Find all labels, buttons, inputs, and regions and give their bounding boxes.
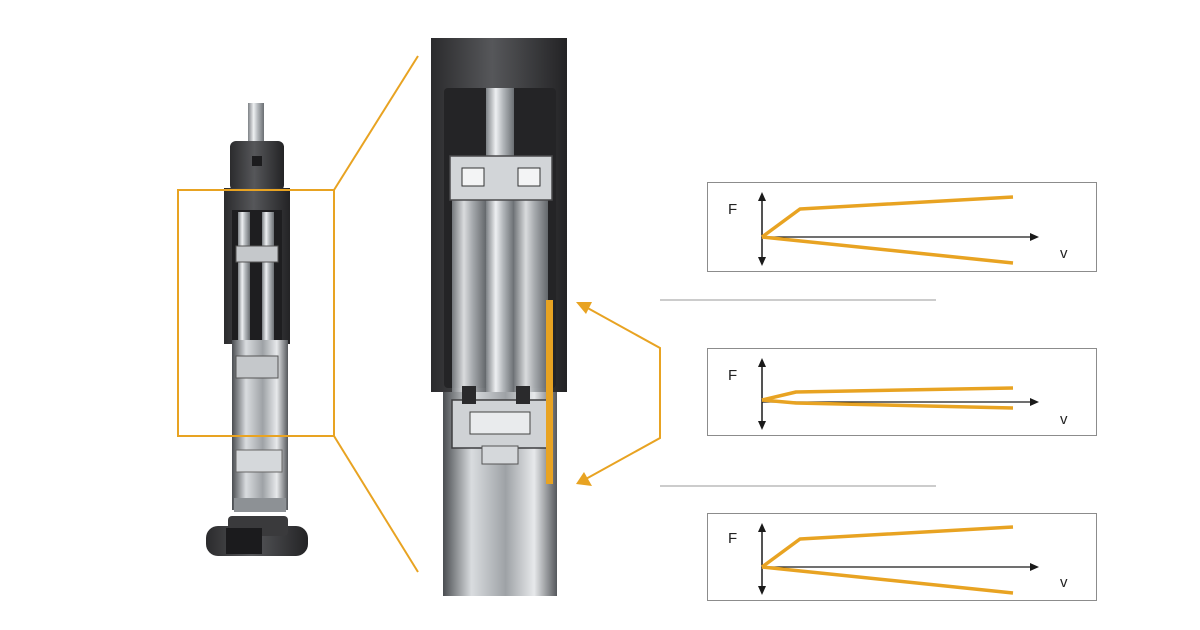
zoom-line-bottom [333, 435, 419, 573]
y-axis-label: F [728, 530, 738, 547]
x-axis-label: v [1060, 245, 1068, 262]
arrow-head-down [576, 472, 592, 486]
velocity-axis-arrow [1030, 398, 1039, 406]
force-axis-arrow-down [758, 421, 766, 430]
y-axis-label: F [728, 367, 738, 384]
compression-force-curve [761, 398, 1014, 410]
velocity-axis-arrow [1030, 563, 1039, 571]
zoom-line-top [333, 55, 419, 191]
velocity-axis-arrow [1030, 233, 1039, 241]
rebound-force-curve [761, 386, 1014, 402]
bypass-groove [546, 300, 553, 484]
y-axis-label: F [728, 201, 738, 218]
force-velocity-chart-bottom: F v [707, 513, 1097, 601]
piston-rod-top [248, 103, 264, 145]
force-velocity-chart-top: F v [707, 182, 1097, 272]
zoom-frame [177, 189, 335, 437]
compression-force-curve [761, 235, 1014, 265]
compression-force-curve [761, 565, 1014, 595]
rebound-force-curve [760, 525, 1014, 569]
enlarged-piston-rod [486, 88, 514, 408]
x-axis-label: v [1060, 411, 1068, 428]
force-velocity-chart-middle: F v [707, 348, 1097, 436]
arrow-head-up [576, 302, 592, 314]
force-axis-arrow-down [758, 586, 766, 595]
force-axis-arrow-up [758, 523, 766, 532]
force-axis-arrow-up [758, 358, 766, 367]
force-axis-arrow-up [758, 192, 766, 201]
rebound-force-curve [760, 195, 1014, 239]
force-axis-arrow-down [758, 257, 766, 266]
x-axis-label: v [1060, 574, 1068, 591]
stroke-bracket [583, 305, 661, 481]
